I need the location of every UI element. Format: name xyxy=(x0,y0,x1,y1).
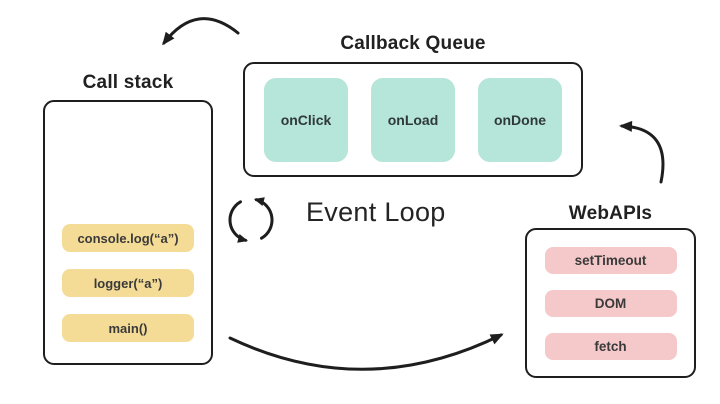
event-loop-cycle-icon xyxy=(228,197,274,243)
webapi-item: setTimeout xyxy=(544,246,677,274)
webapis-title: WebAPIs xyxy=(568,203,653,224)
call-stack-item: console.log(“a”) xyxy=(62,224,194,252)
webapi-item: fetch xyxy=(544,332,677,360)
callback-queue-item: onClick xyxy=(264,77,348,162)
callback-queue-box: onClick onLoad onDone xyxy=(243,62,583,177)
webapis-box: setTimeout DOM fetch xyxy=(525,228,696,378)
webapi-item: DOM xyxy=(544,289,677,317)
event-loop-label: Event Loop xyxy=(306,197,446,227)
call-stack-item: main() xyxy=(62,314,194,342)
arrow-stack-to-webapis-icon xyxy=(228,333,504,371)
callback-queue-item: onDone xyxy=(478,77,562,162)
callback-queue-title: Callback Queue xyxy=(340,33,486,54)
arrow-queue-to-stack-icon xyxy=(162,17,240,46)
call-stack-title: Call stack xyxy=(82,72,174,93)
call-stack-item: logger(“a”) xyxy=(62,269,194,297)
arrow-webapis-to-queue-icon xyxy=(619,120,665,184)
callback-queue-item: onLoad xyxy=(371,77,455,162)
call-stack-box: console.log(“a”) logger(“a”) main() xyxy=(43,100,213,365)
